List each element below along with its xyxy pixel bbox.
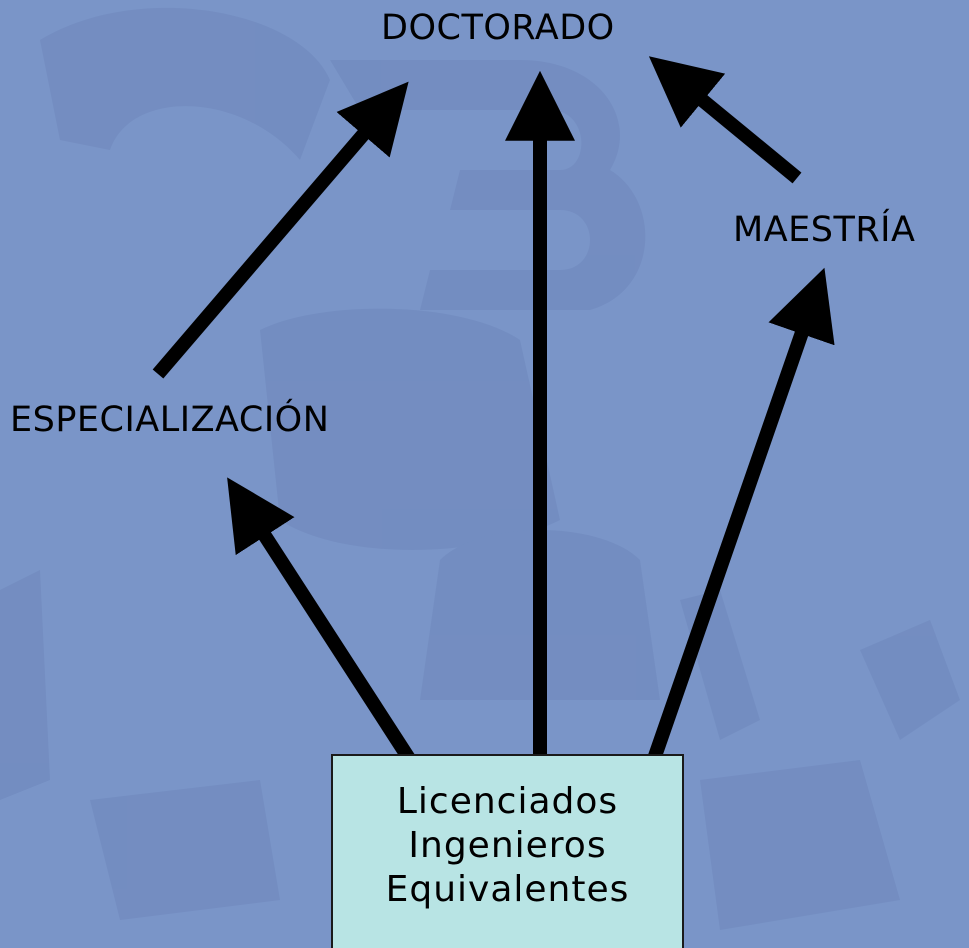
base-box: Licenciados Ingenieros Equivalentes — [331, 754, 684, 948]
arrow-maestria-to-doctorado — [648, 56, 802, 184]
node-doctorado: DOCTORADO — [381, 8, 615, 48]
base-line-licenciados: Licenciados — [396, 781, 619, 822]
arrow-base-to-maestria — [630, 267, 835, 811]
base-line-equivalentes: Equivalentes — [385, 869, 630, 910]
node-maestria: MAESTRÍA — [733, 210, 916, 250]
node-especializacion: ESPECIALIZACIÓN — [10, 400, 330, 440]
arrow-especializacion-to-doctorado — [152, 81, 409, 379]
base-line-ingenieros: Ingenieros — [408, 825, 607, 866]
